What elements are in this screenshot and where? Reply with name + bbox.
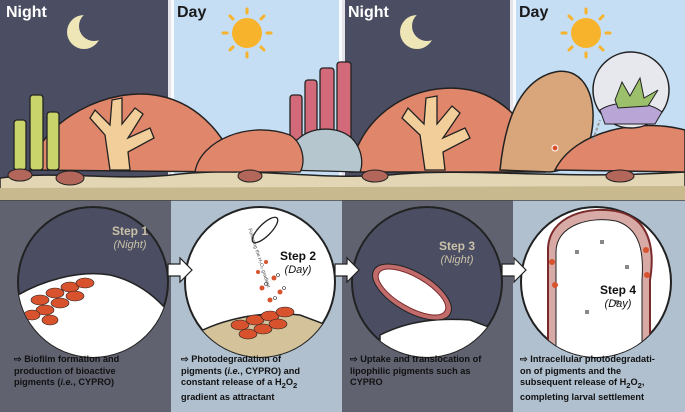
arrow-icon: ⇨ [181,354,189,364]
arrow-icon [167,256,193,284]
larva-icon [377,268,447,316]
larva-icon [251,216,279,244]
step-2-circle [184,206,336,358]
step-title: Step 2 [279,249,316,263]
step-3-circle [351,206,503,358]
step-subtitle: (Day) [284,264,312,276]
panel-label-day: Day [519,4,549,21]
arrow-icon [501,256,527,284]
caption-step-4: ⇨ Intracellular photodegradati- on of pi… [520,354,655,402]
branching-coral [89,95,471,171]
settled-larva-inset [592,51,670,141]
moon-icon [67,11,109,49]
step-subtitle: (Night) [440,254,474,266]
panel-label-night: Night [6,4,47,21]
step-subtitle: (Night) [113,239,147,251]
panel-label-day: Day [177,4,207,21]
step-title: Step 3 [438,239,475,253]
step-title: Step 1 [111,224,148,238]
caption-step-2: ⇨ Photodegradation of pigments (i.e., CY… [181,354,300,402]
arrow-icon: ⇨ [350,354,358,364]
tube-sponge-pink [289,61,352,143]
moon-icon [400,11,442,49]
caption-step-3: ⇨ Uptake and translocation of lipophilic… [350,354,482,388]
panel-label-night: Night [348,4,389,21]
step-title: Step 4 [599,283,636,297]
sun-icon [560,7,612,59]
caption-step-1: ⇨ Biofilm formation and production of bi… [14,354,120,388]
tube-sponge [13,94,60,171]
arrow-icon: ⇨ [14,354,22,364]
sun-icon [221,7,273,59]
step-4-circle [520,206,672,358]
step-subtitle: (Day) [604,298,632,310]
arrow-icon: ⇨ [520,354,528,364]
arrow-icon [334,256,360,284]
